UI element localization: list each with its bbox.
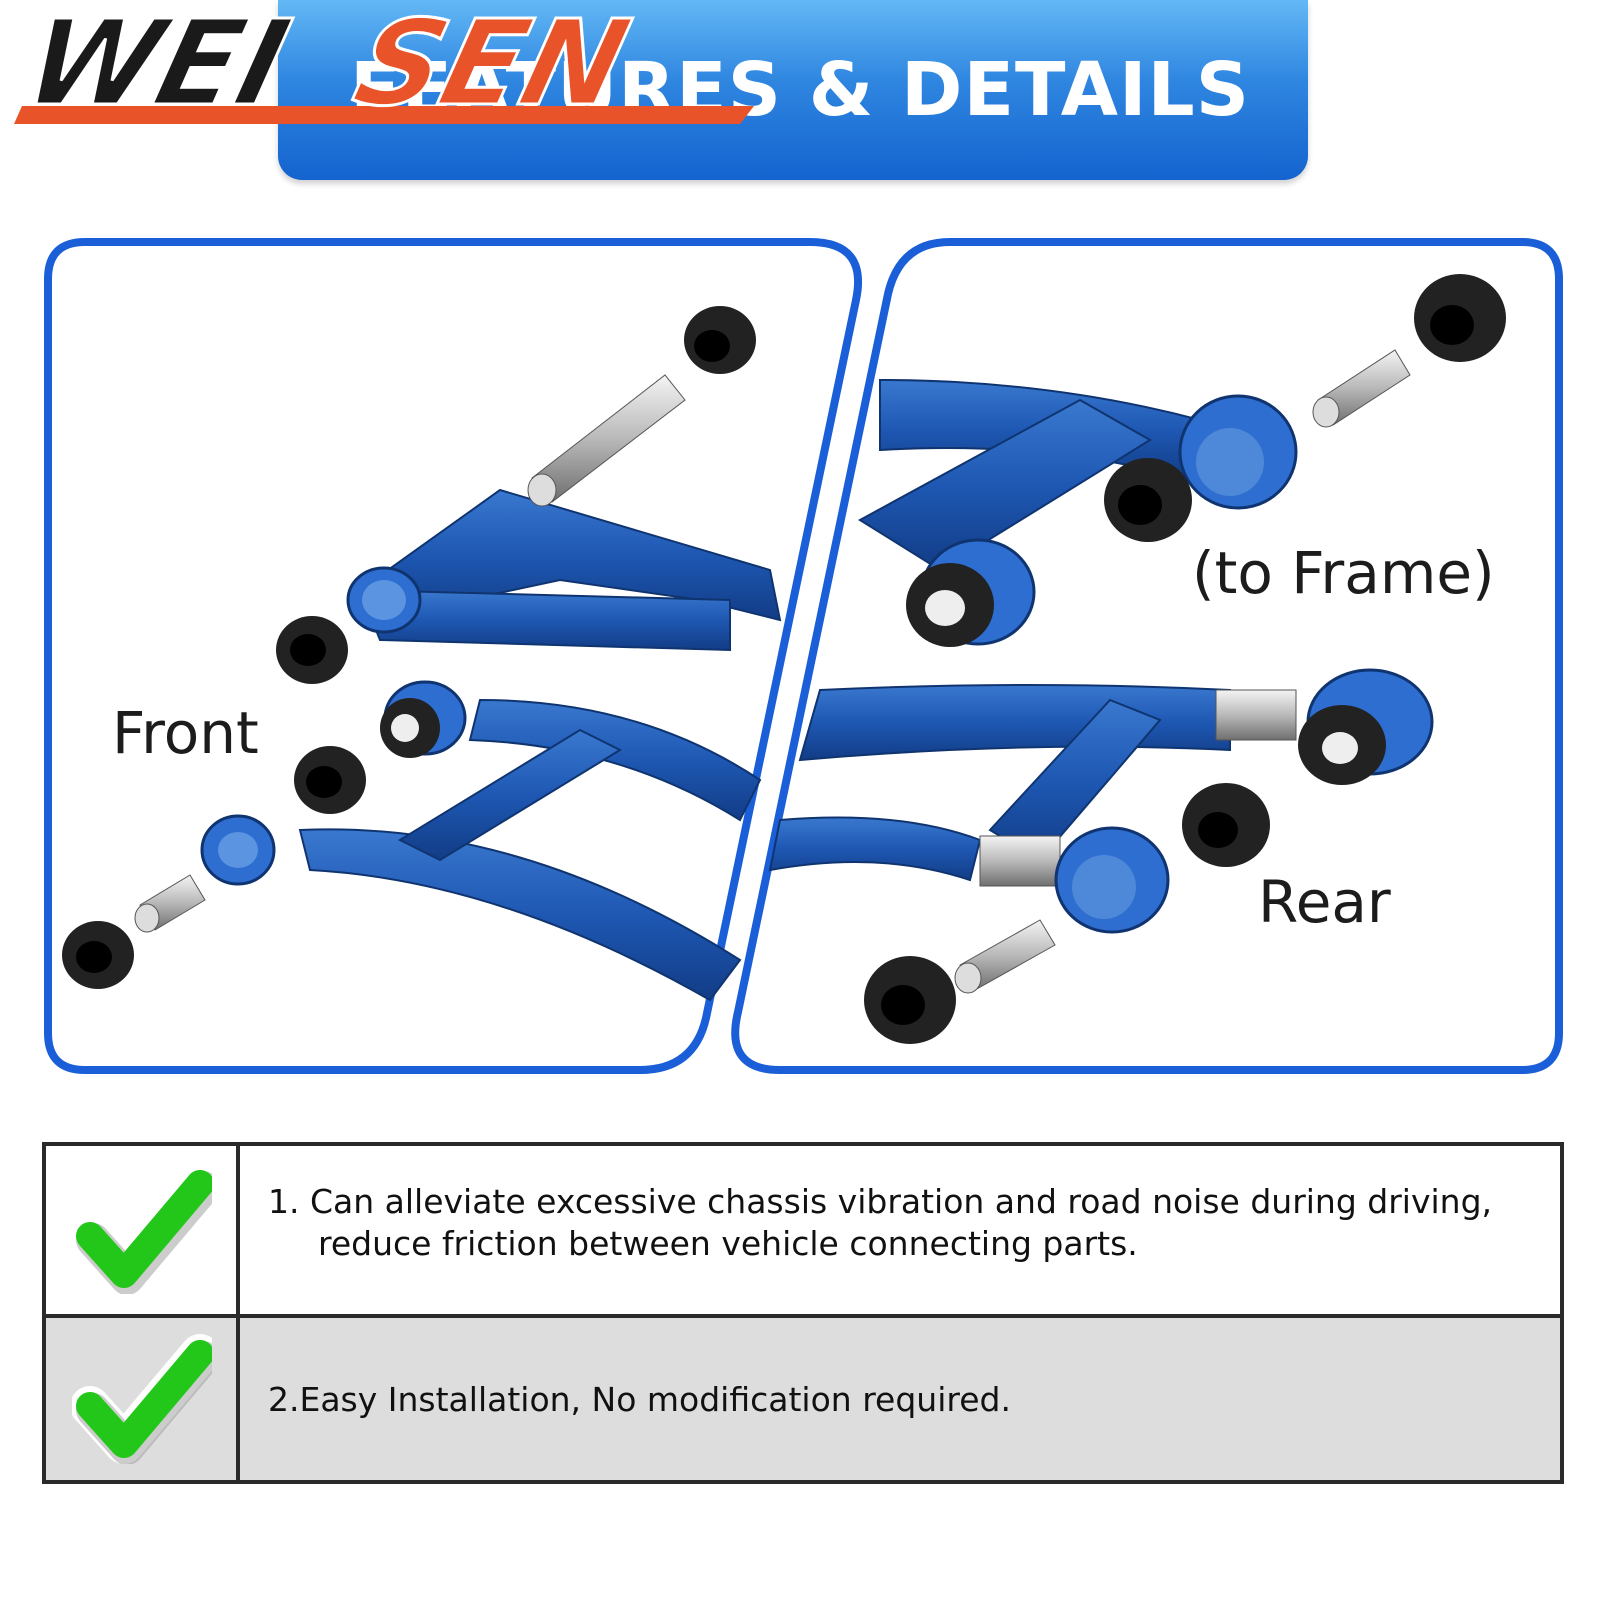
feature-line: 2.Easy Installation, No modification req… [268,1380,1011,1419]
feature-line: reduce friction between vehicle connecti… [318,1224,1138,1263]
checkmark-icon [72,1334,212,1464]
front-bushings [62,306,756,989]
feature-row: 1. Can alleviate excessive chassis vibra… [46,1146,1560,1318]
front-upper-arm [346,488,782,652]
rear-bushings [864,274,1506,1044]
svg-text:SEN: SEN [342,6,640,126]
front-label: Front [112,699,259,767]
feature-line: 1. Can alleviate excessive chassis vibra… [268,1182,1493,1221]
rear-label: Rear [1258,868,1391,936]
rear-upper-arm [858,378,1298,647]
to-frame-label: (to Frame) [1192,539,1495,607]
check-cell [46,1146,240,1314]
rear-lower-arm [768,668,1434,934]
checkmark-icon [72,1164,212,1294]
features-table: 1. Can alleviate excessive chassis vibra… [42,1142,1564,1484]
rear-panel-frame [731,238,1563,1074]
feature-row: 2.Easy Installation, No modification req… [46,1318,1560,1480]
check-cell [46,1318,240,1480]
svg-text:WEI: WEI [14,6,301,126]
feature-text: 2.Easy Installation, No modification req… [268,1318,1540,1480]
feature-text: 1. Can alleviate excessive chassis vibra… [268,1146,1540,1314]
product-illustration [44,238,1563,1074]
header-banner [278,0,1308,180]
brand-logo: WEI SEN [14,6,754,126]
